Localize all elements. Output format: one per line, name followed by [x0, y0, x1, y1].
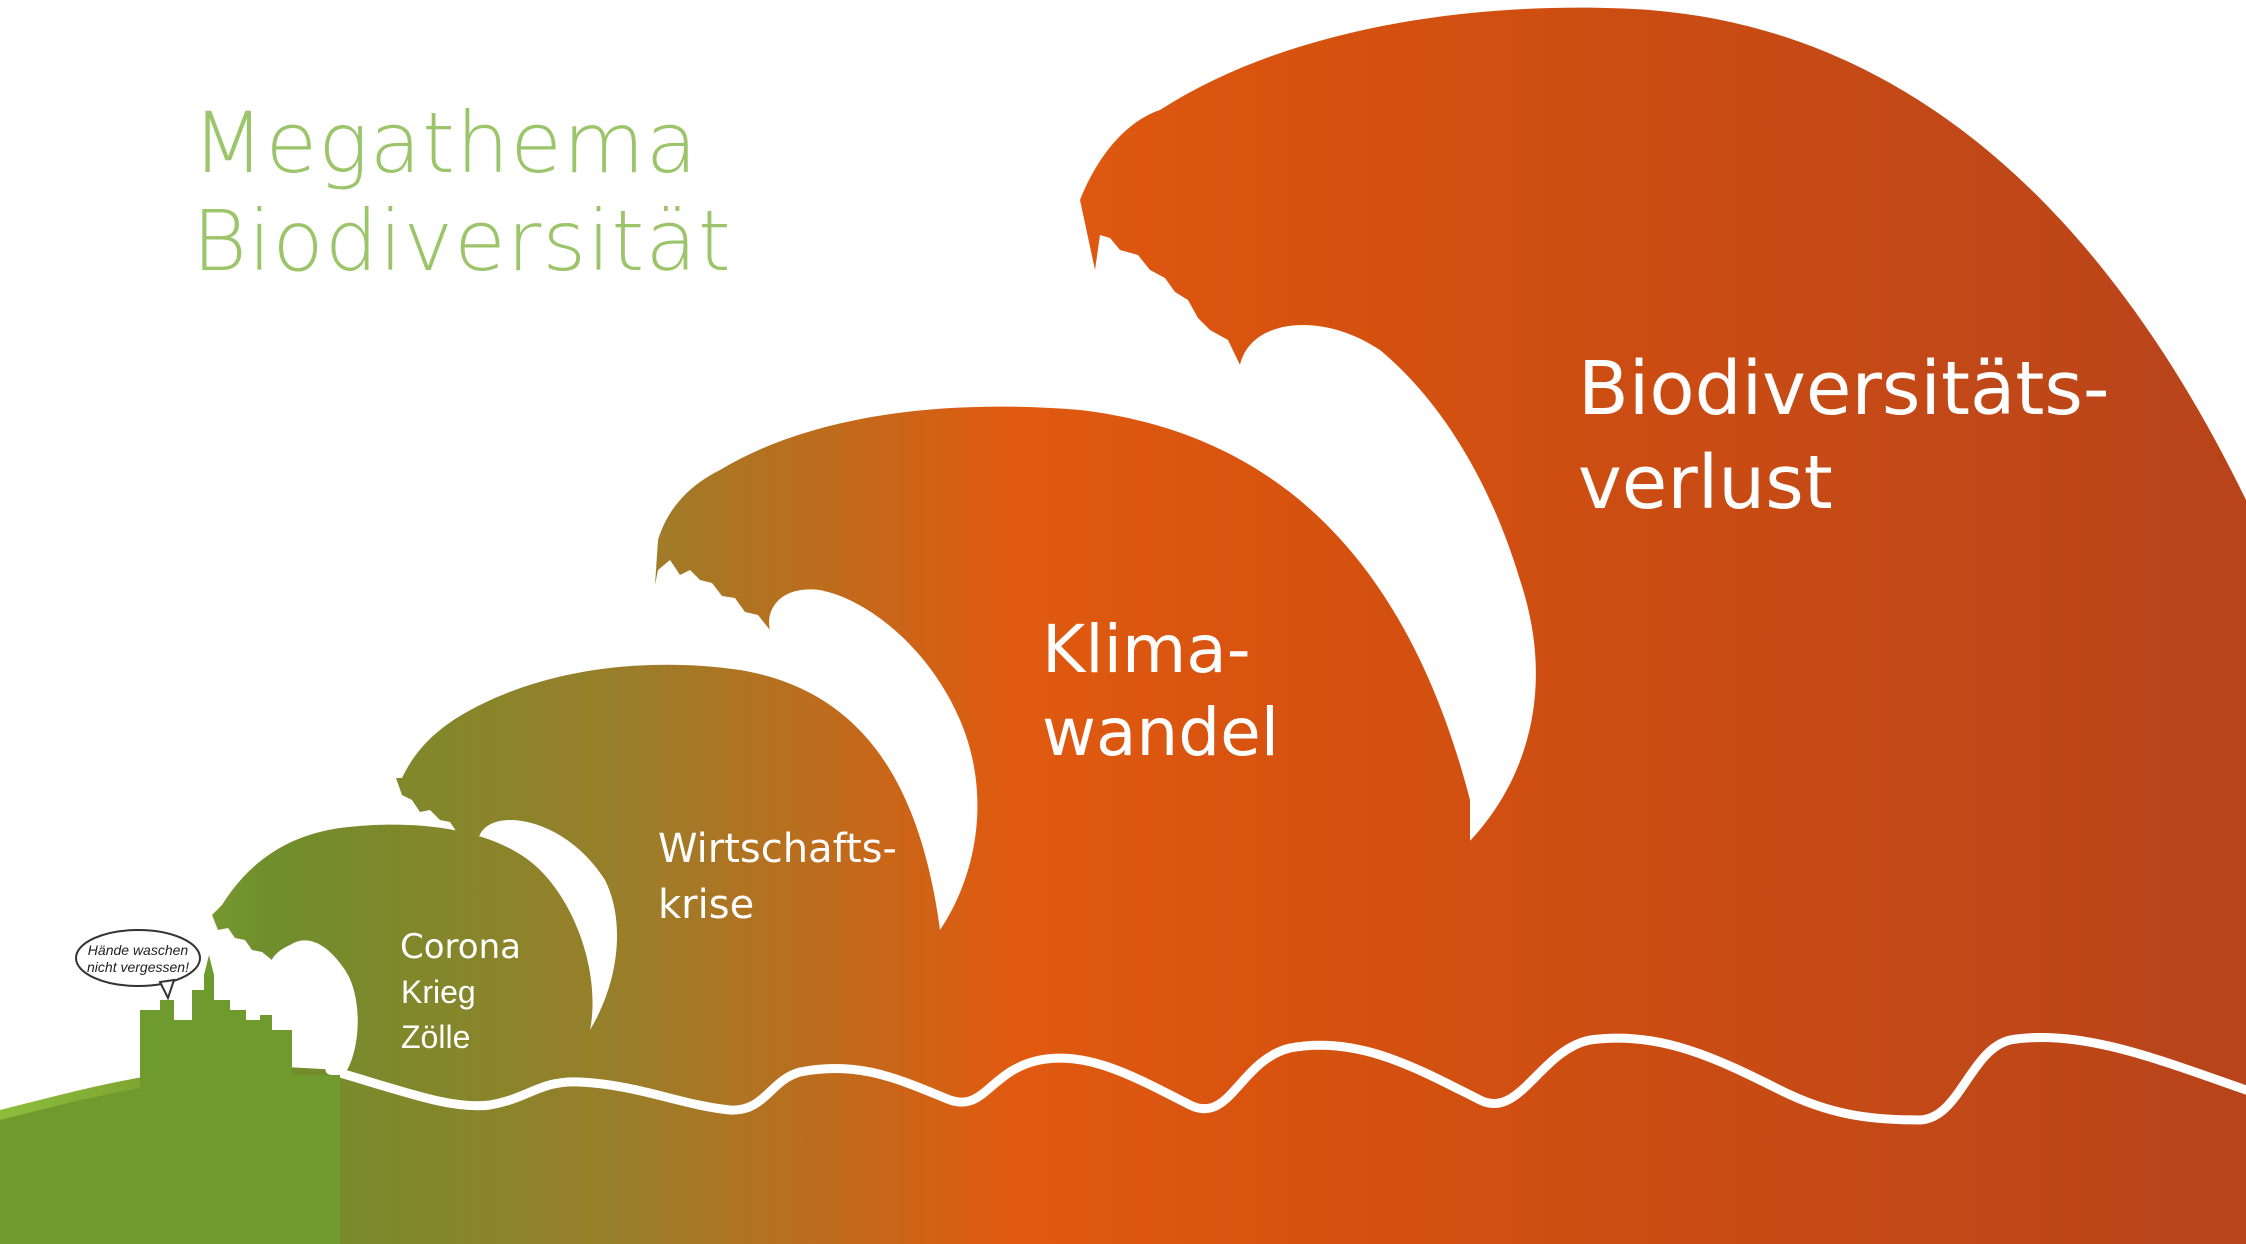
title-line1: Megathema [192, 94, 698, 192]
label-wirtschaft-line1: Wirtschafts- [658, 826, 897, 872]
wave-klimawandel [655, 406, 1470, 1244]
label-zoelle: Zölle [401, 1019, 470, 1055]
speech-bubble-line1: Hände waschen [88, 942, 189, 958]
label-krieg: Krieg [401, 974, 476, 1010]
label-klima-line1: Klima- [1042, 611, 1251, 688]
speech-bubble: Hände waschen nicht vergessen! [75, 929, 201, 1001]
title-line2: Biodiversität [192, 192, 732, 290]
water-line [325, 1032, 2246, 1125]
castle-silhouette-icon [0, 955, 340, 1244]
label-wirtschaft-line2: krise [658, 882, 754, 928]
wave-biodiversitaetsverlust [1080, 7, 2246, 1244]
label-corona: Corona [400, 927, 521, 967]
ground [0, 1060, 2246, 1244]
label-biodiversitaet-line2: verlust [1578, 440, 1833, 526]
speech-bubble-line2: nicht vergessen! [87, 959, 189, 975]
label-klima-line2: wandel [1042, 694, 1279, 771]
label-biodiversitaet-line1: Biodiversitäts- [1578, 346, 2110, 432]
